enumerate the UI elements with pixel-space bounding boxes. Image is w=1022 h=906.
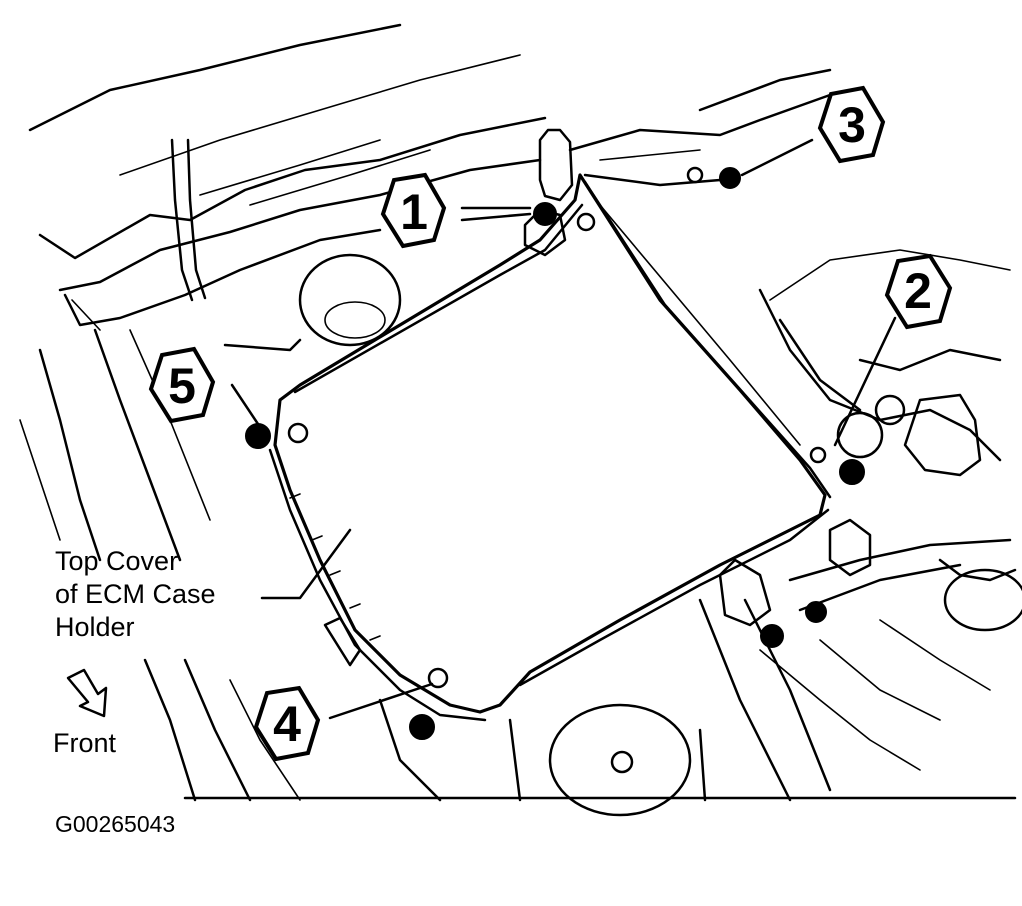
callout-number: 3	[838, 97, 866, 153]
front-direction-indicator: Front	[53, 668, 117, 758]
callout-5: 5	[148, 346, 216, 424]
callout-2: 2	[884, 253, 953, 330]
callout-hexagon	[380, 172, 447, 249]
callout-4: 4	[253, 685, 321, 762]
front-label: Front	[53, 728, 117, 758]
callout-3: 3	[817, 85, 886, 164]
front-arrow-icon	[66, 668, 108, 718]
component-label: Top Cover of ECM Case Holder	[55, 546, 216, 642]
callout-hexagon	[253, 685, 321, 762]
component-label-line-3: Holder	[55, 612, 135, 642]
callout-number: 4	[273, 696, 301, 752]
callout-number: 5	[168, 358, 196, 414]
callout-1: 1	[380, 172, 447, 249]
callout-hexagon	[148, 346, 216, 424]
callout-hexagon	[884, 253, 953, 330]
fasteners	[245, 166, 865, 740]
component-label-line-2: of ECM Case	[55, 579, 216, 609]
callout-number: 2	[904, 263, 932, 319]
figure-code: G00265043	[55, 811, 175, 837]
ecm-case-holder-cover	[268, 173, 832, 722]
component-label-line-1: Top Cover	[55, 546, 178, 576]
callout-number: 1	[400, 184, 428, 240]
leader-lines	[230, 138, 897, 720]
callout-hexagon	[817, 85, 886, 164]
